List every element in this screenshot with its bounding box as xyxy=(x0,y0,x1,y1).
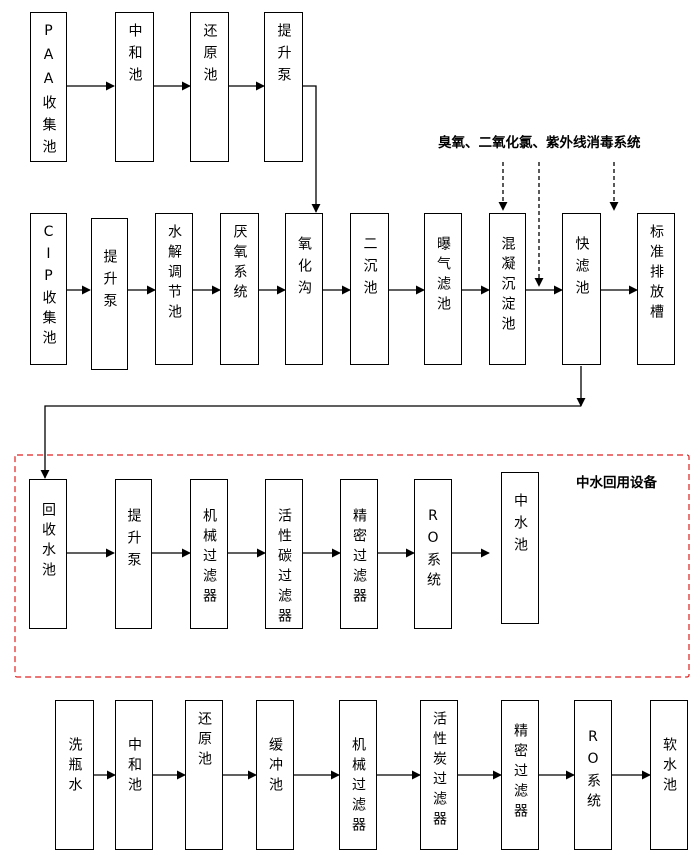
box-coagulation-tank: 混凝沉淀池 xyxy=(489,213,526,365)
label-disinfection-system: 臭氧、二氧化氯、紫外线消毒系统 xyxy=(438,135,641,151)
box-label: 水解调节池 xyxy=(166,224,182,324)
box-label: 回收水池 xyxy=(40,502,56,582)
box-lift-pump-3: 提升泵 xyxy=(115,479,152,629)
reuse-equipment-group-border xyxy=(14,454,690,678)
box-activated-carbon-filter-2: 活性炭过滤器 xyxy=(420,700,458,850)
box-fast-filter: 快滤池 xyxy=(562,213,601,365)
box-cip-collection-pool: CIP收集池 xyxy=(30,213,67,365)
box-label: 二沉池 xyxy=(361,236,378,302)
box-label: RO系统 xyxy=(425,508,441,592)
box-neutralization-pool-2: 中和池 xyxy=(115,700,153,850)
box-label: 软水池 xyxy=(661,737,677,797)
box-soft-water-pool: 软水池 xyxy=(650,700,688,850)
box-label: 精密过滤器 xyxy=(512,723,528,823)
box-label: PAA收集池 xyxy=(40,23,57,161)
box-label: 机械过滤器 xyxy=(350,737,366,837)
box-label: 氧化沟 xyxy=(296,236,312,302)
box-precision-filter-2: 精密过滤器 xyxy=(501,700,539,850)
box-label: 快滤池 xyxy=(573,236,590,302)
box-secondary-settling-tank: 二沉池 xyxy=(350,213,389,365)
box-anaerobic-system: 厌氧系统 xyxy=(220,213,259,365)
box-hydrolysis-tank: 水解调节池 xyxy=(155,213,193,365)
box-label: 还原池 xyxy=(196,711,212,771)
arrow-pump-to-oxidation xyxy=(303,85,321,213)
box-label: 机械过滤器 xyxy=(201,508,217,608)
box-reclaimed-water-pool: 中水池 xyxy=(501,472,539,624)
box-label: 活性炭过滤器 xyxy=(431,711,447,831)
box-precision-filter-1: 精密过滤器 xyxy=(340,479,378,629)
box-label: 曝气滤池 xyxy=(435,236,451,316)
box-lift-pump-1: 提升泵 xyxy=(264,12,303,162)
box-discharge-tank: 标准排放槽 xyxy=(637,213,675,365)
box-label: 精密过滤器 xyxy=(351,508,367,608)
arrow-to-recycle-pool xyxy=(40,405,581,479)
box-paa-collection-pool: PAA收集池 xyxy=(30,12,67,162)
box-label: 活性碳过滤器 xyxy=(276,508,292,628)
box-neutralization-pool: 中和池 xyxy=(115,12,154,162)
box-mechanical-filter-1: 机械过滤器 xyxy=(190,479,228,629)
box-ro-system-2: RO系统 xyxy=(574,700,612,850)
box-ro-system-1: RO系统 xyxy=(414,479,452,629)
box-label: 中和池 xyxy=(126,23,143,89)
box-lift-pump-2: 提升泵 xyxy=(91,218,128,370)
box-label: 标准排放槽 xyxy=(648,224,664,324)
box-label: RO系统 xyxy=(585,729,601,813)
box-label: 中水池 xyxy=(512,493,528,559)
box-reduction-pool: 还原池 xyxy=(190,12,229,162)
box-label: 厌氧系统 xyxy=(231,224,248,304)
box-recycle-water-pool: 回收水池 xyxy=(29,479,67,629)
box-reduction-pool-2: 还原池 xyxy=(185,700,223,850)
box-label: 还原池 xyxy=(201,23,218,89)
box-label: CIP收集池 xyxy=(40,224,57,350)
box-aeration-filter: 曝气滤池 xyxy=(424,213,462,365)
label-reuse-equipment: 中水回用设备 xyxy=(576,475,657,491)
box-label: 缓冲池 xyxy=(267,737,283,797)
box-mechanical-filter-2: 机械过滤器 xyxy=(339,700,377,850)
box-activated-carbon-filter-1: 活性碳过滤器 xyxy=(265,479,303,629)
box-buffer-pool: 缓冲池 xyxy=(256,700,294,850)
box-label: 中和池 xyxy=(126,737,142,797)
box-label: 提升泵 xyxy=(125,508,142,574)
box-label: 提升泵 xyxy=(275,23,292,89)
box-label: 提升泵 xyxy=(101,249,118,315)
box-label: 混凝沉淀池 xyxy=(499,236,516,336)
box-label: 洗瓶水 xyxy=(66,737,83,797)
box-oxidation-ditch: 氧化沟 xyxy=(285,213,323,365)
box-bottle-wash-water: 洗瓶水 xyxy=(55,700,94,850)
